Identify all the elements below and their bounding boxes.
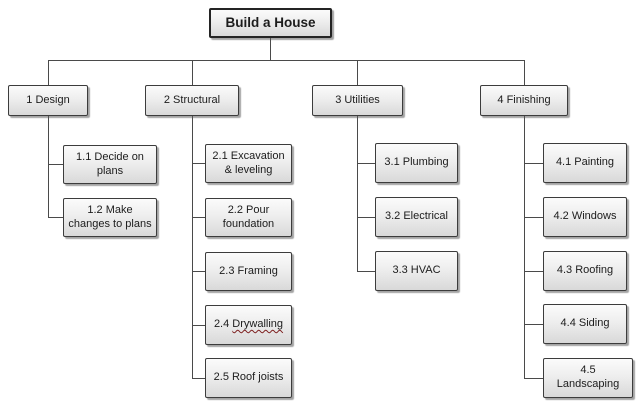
connector-elbow <box>524 217 543 218</box>
node-label: 3.2 Electrical <box>385 210 448 223</box>
node-label: 3.1 Plumbing <box>384 156 449 169</box>
wbs-node-finishing[interactable]: 4 Finishing <box>480 85 568 116</box>
wbs-node-landscaping[interactable]: 4.5 Landscaping <box>543 358 633 398</box>
node-label: 2.1 Excavation & leveling <box>212 149 285 176</box>
node-label: 4 Finishing <box>497 93 551 106</box>
connector-elbow <box>48 164 63 165</box>
node-label: 4.5 Landscaping <box>556 364 620 390</box>
connector-elbow <box>524 378 543 379</box>
node-label: 3.3 HVAC <box>392 264 441 277</box>
connector-trunk-design <box>48 116 49 217</box>
connector-trunk-structural <box>192 116 193 378</box>
node-label: 4.2 Windows <box>553 210 617 223</box>
node-label: 1.1 Decide on plans <box>76 150 144 177</box>
wbs-node-framing[interactable]: 2.3 Framing <box>205 252 292 291</box>
wbs-node-electrical[interactable]: 3.2 Electrical <box>375 197 458 237</box>
wbs-node-make-changes-to-plans[interactable]: 1.2 Make changes to plans <box>63 198 157 237</box>
node-label: 4.4 Siding <box>560 317 610 330</box>
node-label: 2.4 Drywalling <box>214 318 283 332</box>
wbs-node-plumbing[interactable]: 3.1 Plumbing <box>375 143 458 183</box>
wbs-node-excavation-leveling[interactable]: 2.1 Excavation & leveling <box>205 144 292 183</box>
connector-elbow <box>357 217 375 218</box>
connector-branch-drop <box>357 60 358 85</box>
connector-elbow <box>524 163 543 164</box>
node-label-misspelled-word: Drywalling <box>232 318 284 331</box>
connector-main-horizontal <box>48 60 525 61</box>
node-label: 2.2 Pour foundation <box>222 203 275 230</box>
node-label: 1.2 Make changes to plans <box>68 203 152 230</box>
node-label-prefix: 2.4 <box>213 318 233 331</box>
node-label: Build a House <box>225 14 316 30</box>
wbs-node-structural[interactable]: 2 Structural <box>145 85 239 116</box>
connector-trunk-finishing <box>524 116 525 378</box>
wbs-node-painting[interactable]: 4.1 Painting <box>543 143 627 183</box>
connector-elbow <box>192 217 205 218</box>
node-label: 1 Design <box>26 93 70 106</box>
node-label: 2 Structural <box>163 93 221 106</box>
connector-elbow <box>524 324 543 325</box>
connector-elbow <box>357 163 375 164</box>
wbs-node-build-a-house[interactable]: Build a House <box>209 8 332 38</box>
connector-root-drop <box>270 38 271 61</box>
connector-elbow <box>192 163 205 164</box>
node-label: 3 Utilities <box>335 93 380 106</box>
connector-branch-drop <box>192 60 193 85</box>
wbs-node-roof-joists[interactable]: 2.5 Roof joists <box>205 358 292 398</box>
connector-elbow <box>192 271 205 272</box>
wbs-node-decide-on-plans[interactable]: 1.1 Decide on plans <box>63 145 157 184</box>
node-label: 2.3 Framing <box>219 264 278 277</box>
connector-elbow <box>192 325 205 326</box>
connector-elbow <box>524 271 543 272</box>
connector-branch-drop <box>524 60 525 85</box>
connector-branch-drop <box>48 60 49 85</box>
node-label: 4.3 Roofing <box>556 264 614 277</box>
wbs-node-pour-foundation[interactable]: 2.2 Pour foundation <box>205 198 292 237</box>
wbs-node-windows[interactable]: 4.2 Windows <box>543 197 627 237</box>
connector-elbow <box>357 271 375 272</box>
wbs-node-roofing[interactable]: 4.3 Roofing <box>543 251 627 291</box>
wbs-node-design[interactable]: 1 Design <box>8 85 88 116</box>
node-label: 4.1 Painting <box>555 156 615 169</box>
wbs-node-hvac[interactable]: 3.3 HVAC <box>375 251 458 291</box>
wbs-node-drywalling[interactable]: 2.4 Drywalling <box>205 305 292 345</box>
wbs-node-siding[interactable]: 4.4 Siding <box>543 304 627 344</box>
node-label: 2.5 Roof joists <box>213 371 284 384</box>
wbs-node-utilities[interactable]: 3 Utilities <box>312 85 403 116</box>
connector-trunk-utilities <box>357 116 358 271</box>
connector-elbow <box>48 217 63 218</box>
connector-elbow <box>192 378 205 379</box>
